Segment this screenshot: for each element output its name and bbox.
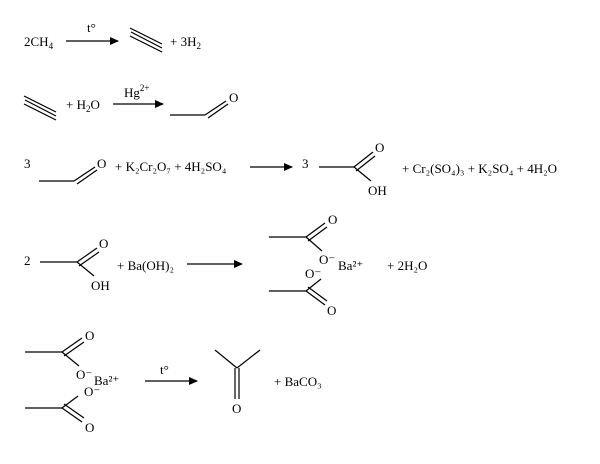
byproducts: + Cr₂(SO₄)₃ + K₂SO₄ + 4H₂O xyxy=(402,161,557,176)
coefficient: 2 xyxy=(24,253,31,268)
product-barium-carbonate: + BaCO₃ xyxy=(274,374,322,389)
barium-cation: Ba²⁺ xyxy=(338,258,363,273)
acid-hydroxyl: OH xyxy=(91,278,110,293)
acetate-oxygen-bottom: O xyxy=(327,303,336,318)
reaction-4: 2 O OH + Ba(OH)₂ O O⁻ O⁻ O Ba²⁺ + 2H₂O xyxy=(24,212,427,318)
barium-cation: Ba²⁺ xyxy=(94,373,119,388)
reactant-methane: 2CH4 xyxy=(24,34,54,51)
acid-oxygen: O xyxy=(99,236,108,251)
reaction-2: + H2O Hg2+ O xyxy=(23,83,238,121)
coefficient-right: 3 xyxy=(302,156,309,171)
acetate-oxygen-anion-bottom: O⁻ xyxy=(84,384,100,399)
acetic-acid-structure: O OH xyxy=(40,236,110,293)
base-barium-hydroxide: + Ba(OH)₂ xyxy=(117,258,174,273)
condition-heat-5: t° xyxy=(160,362,169,377)
reaction-1: 2CH4 t° + 3H2 xyxy=(24,20,201,53)
acetaldehyde-structure: O xyxy=(170,90,238,119)
acetate-oxygen-top: O xyxy=(85,328,94,343)
product-water: + 2H₂O xyxy=(387,258,427,273)
acetate-oxygen-top: O xyxy=(328,212,337,227)
acid-hydroxyl: OH xyxy=(368,183,387,198)
barium-acetate-structure: O O⁻ O⁻ O Ba²⁺ xyxy=(269,212,363,318)
reagent-water: + H2O xyxy=(66,97,100,114)
condition-heat-1: t° xyxy=(87,20,96,35)
acetylene-structure xyxy=(129,27,163,53)
oxidant-reagents: + K₂Cr₂O₇ + 4H₂SO₄ xyxy=(115,159,227,174)
acetate-oxygen-anion-top: O⁻ xyxy=(319,252,335,267)
reaction-3: 3 O + K₂Cr₂O₇ + 4H₂SO₄ 3 O OH + Cr₂(SO₄)… xyxy=(24,140,557,198)
acetone-structure: O xyxy=(214,349,261,416)
coefficient-left: 3 xyxy=(24,156,31,171)
acetate-oxygen-bottom: O xyxy=(85,420,94,435)
reaction-5: O O⁻ O⁻ O Ba²⁺ t° O + BaCO₃ xyxy=(25,328,322,435)
acetic-acid-structure: O OH xyxy=(319,140,387,198)
product-hydrogen: + 3H2 xyxy=(170,34,201,51)
acetaldehyde-structure: O xyxy=(39,156,106,185)
ketone-oxygen: O xyxy=(232,401,241,416)
acetate-oxygen-anion-bottom: O⁻ xyxy=(305,266,321,281)
carbonyl-oxygen: O xyxy=(97,156,106,171)
carbonyl-oxygen: O xyxy=(229,90,238,105)
acid-oxygen: O xyxy=(375,140,384,155)
acetate-oxygen-anion-top: O⁻ xyxy=(76,367,92,382)
acetylene-structure xyxy=(23,95,57,121)
catalyst-mercury: Hg2+ xyxy=(124,83,149,100)
barium-acetate-structure: O O⁻ O⁻ O Ba²⁺ xyxy=(25,328,119,435)
